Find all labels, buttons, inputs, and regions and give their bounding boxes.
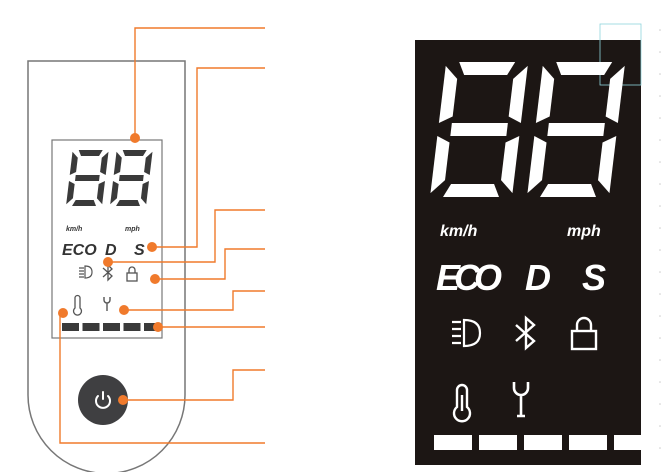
digit-segment <box>459 62 516 75</box>
battery-bar <box>103 323 120 331</box>
large-speed-digits <box>430 62 625 197</box>
leader-line-lock <box>155 248 265 280</box>
battery-bar <box>614 435 652 450</box>
small-eco-label: ECO <box>62 242 97 259</box>
large-kmh-label: km/h <box>440 223 478 240</box>
digit-segment <box>100 151 109 175</box>
digit-segment <box>110 181 119 205</box>
digit-segment <box>144 151 153 175</box>
digit-segment <box>450 123 508 136</box>
large-d-label: D <box>525 257 551 298</box>
digit-segment <box>66 181 75 205</box>
digit-segment <box>501 136 520 194</box>
digit-segment <box>535 65 555 123</box>
lock-icon <box>126 266 138 282</box>
power-icon <box>95 391 111 409</box>
battery-bar <box>569 435 607 450</box>
leader-line-speed <box>134 27 265 138</box>
digit-segment <box>547 123 605 136</box>
leader-line-fault <box>124 290 265 311</box>
large-lock-icon <box>570 316 598 351</box>
thermometer-icon <box>72 294 83 316</box>
battery-bar <box>524 435 562 450</box>
digit-segment <box>438 65 458 123</box>
large-s-label: S <box>582 257 606 298</box>
digit-segment <box>508 65 528 123</box>
leader-line-mode <box>152 67 265 248</box>
digit-segment <box>527 136 547 194</box>
battery-bar <box>479 435 517 450</box>
digit-segment <box>430 136 450 194</box>
digit-segment <box>116 200 140 206</box>
leader-line-power <box>123 369 265 401</box>
large-thermometer-icon <box>452 383 472 423</box>
digit-segment <box>443 184 499 197</box>
large-battery-bars <box>434 435 652 450</box>
digit-segment <box>72 200 96 206</box>
digit-segment <box>113 151 122 175</box>
large-mph-label: mph <box>567 223 601 240</box>
leader-lines <box>59 27 265 444</box>
digit-segment <box>96 181 105 205</box>
digit-segment <box>556 62 613 75</box>
digit-segment <box>140 181 149 205</box>
small-battery-bars <box>62 323 161 331</box>
leader-line-bluetooth <box>108 209 265 263</box>
dotted-guide <box>659 29 661 449</box>
battery-bar <box>62 323 79 331</box>
large-eco-label: ECO <box>436 257 502 298</box>
large-wrench-icon <box>512 382 530 418</box>
digit-segment <box>598 136 617 194</box>
digit-segment <box>119 175 144 181</box>
digit-segment <box>75 175 100 181</box>
bluetooth-icon <box>102 263 113 282</box>
battery-bar <box>82 323 100 331</box>
large-bluetooth-icon <box>515 315 536 351</box>
battery-bar <box>123 323 141 331</box>
battery-bar <box>434 435 472 450</box>
large-headlight-icon <box>452 318 482 348</box>
small-s-label: S <box>134 242 145 259</box>
wrench-icon <box>103 297 111 311</box>
battery-bar <box>144 323 161 331</box>
headlight-icon <box>79 265 93 279</box>
leader-line-temperature <box>59 313 265 444</box>
leader-dots <box>58 133 163 405</box>
digit-segment <box>78 150 103 156</box>
small-mph-label: mph <box>125 226 140 233</box>
digit-segment <box>540 184 596 197</box>
small-speed-digits <box>66 150 153 206</box>
digit-segment <box>69 151 78 175</box>
small-d-label: D <box>105 242 117 259</box>
digit-segment <box>605 65 625 123</box>
small-kmh-label: km/h <box>66 226 82 233</box>
digit-segment <box>122 150 147 156</box>
